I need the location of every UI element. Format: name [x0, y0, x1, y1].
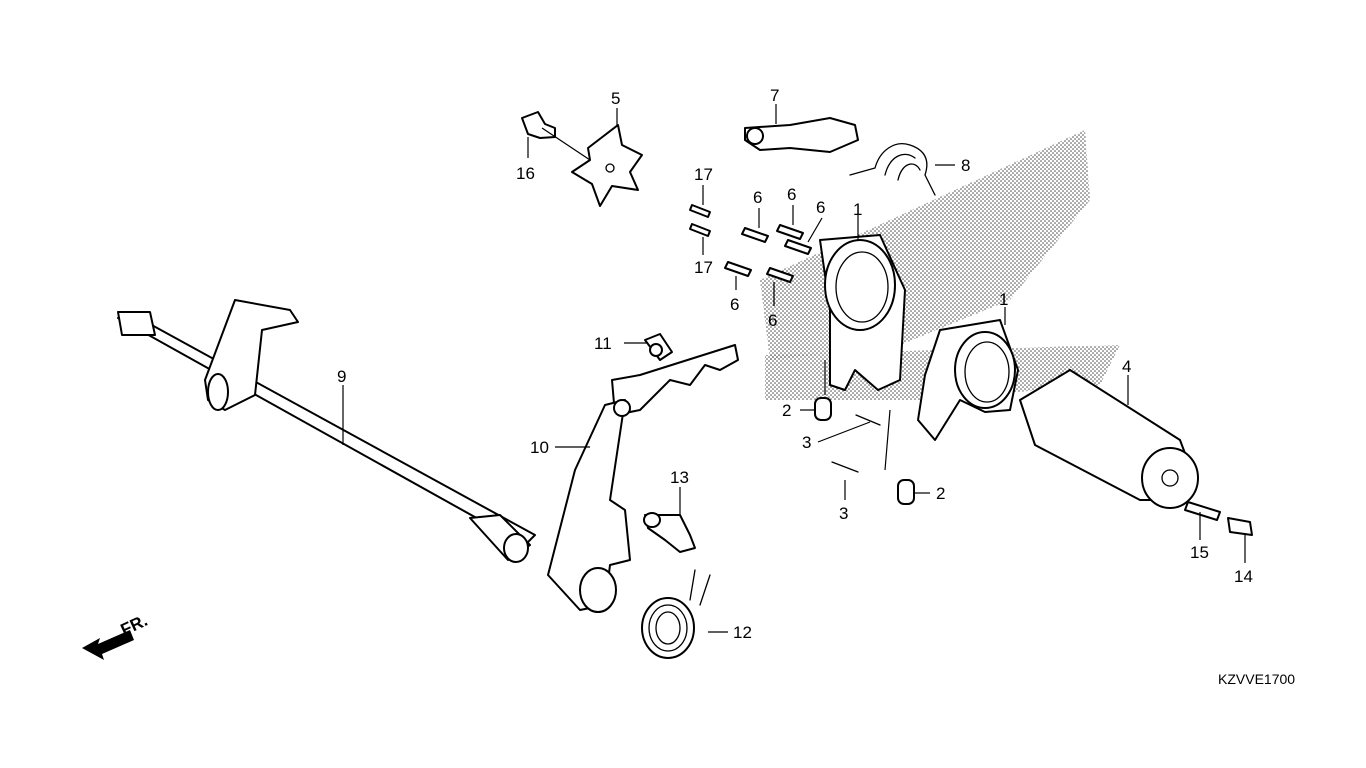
shift-fork-1-upper[interactable] — [819, 234, 906, 391]
return-spring-12[interactable] — [641, 569, 711, 659]
callout-17-bottom: 17 — [694, 258, 713, 277]
callout-1-upper: 1 — [853, 200, 862, 219]
callout-6-c: 6 — [816, 198, 825, 217]
callout-5: 5 — [611, 89, 620, 108]
shift-shaft[interactable] — [117, 299, 536, 563]
stopper-arm-7[interactable] — [744, 117, 859, 153]
callout-15: 15 — [1190, 543, 1209, 562]
callout-2-b: 2 — [936, 484, 945, 503]
callout-6-a: 6 — [753, 188, 762, 207]
callout-17-top: 17 — [694, 165, 713, 184]
guide-pin-2-a[interactable] — [814, 397, 832, 421]
clips-3[interactable] — [831, 414, 881, 473]
shift-fork-1-lower[interactable] — [917, 319, 1019, 441]
callout-labels: 5 16 7 8 17 17 6 6 6 6 6 1 1 9 10 11 13 … — [337, 86, 1253, 642]
callout-2-a: 2 — [782, 401, 791, 420]
callout-8: 8 — [961, 156, 970, 175]
callout-6-b: 6 — [787, 185, 796, 204]
cap-14[interactable] — [1227, 517, 1253, 536]
star-plate-5[interactable] — [571, 124, 643, 207]
bolt-16[interactable] — [521, 111, 556, 139]
spring-8[interactable] — [849, 143, 936, 196]
callout-6-e: 6 — [768, 311, 777, 330]
diagram-code: KZVVE1700 — [1218, 671, 1295, 687]
callout-14: 14 — [1234, 567, 1253, 586]
callout-11: 11 — [594, 334, 612, 353]
callout-10: 10 — [530, 438, 549, 457]
callout-4: 4 — [1122, 357, 1131, 376]
callout-16: 16 — [516, 164, 535, 183]
stopper-bolt-13[interactable] — [643, 512, 696, 553]
pin-11[interactable] — [644, 333, 673, 361]
callout-7: 7 — [770, 86, 779, 105]
front-direction-arrow: FR. — [82, 611, 151, 660]
shift-drum-4[interactable] — [1019, 369, 1199, 509]
pins-17[interactable] — [689, 204, 711, 237]
spring-15[interactable] — [1184, 501, 1221, 521]
callout-3-a: 3 — [802, 433, 811, 452]
gearshift-arm[interactable] — [547, 344, 739, 613]
callout-9: 9 — [337, 367, 346, 386]
callout-1-lower: 1 — [999, 290, 1008, 309]
pins-6[interactable] — [724, 224, 812, 283]
callout-6-d: 6 — [730, 295, 739, 314]
callout-3-b: 3 — [839, 504, 848, 523]
callout-12: 12 — [733, 623, 752, 642]
guide-pin-2-b[interactable] — [897, 479, 915, 505]
callout-13: 13 — [670, 468, 689, 487]
leader-lines — [342, 104, 1246, 633]
